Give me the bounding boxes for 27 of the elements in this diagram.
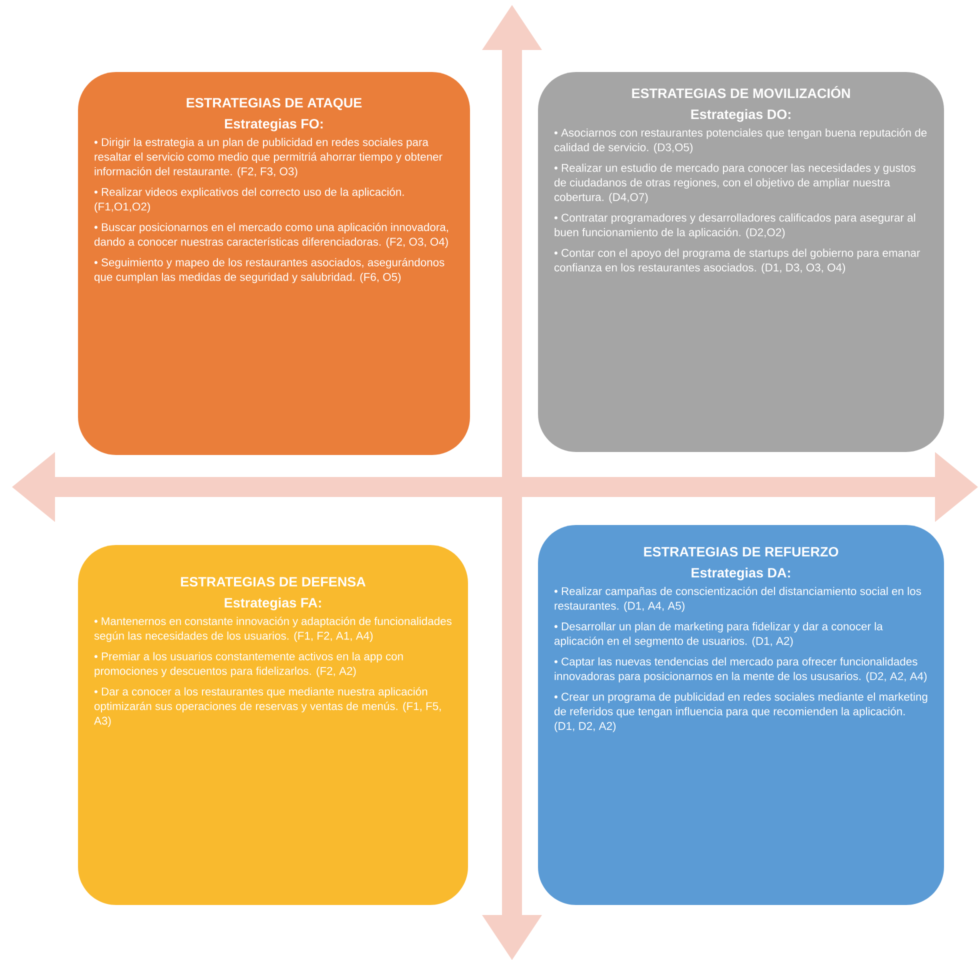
strategy-item: • Contar con el apoyo del programa de startups del gobierno para emanar confianza en los restaurantes asociados. (D1, D3, O3, O4) [554,248,920,274]
box-heading: ESTRATEGIAS DE REFUERZO [644,547,838,557]
strategy-item: • Desarrollar un plan de marketing para fidelizar y dar a conocer la aplicación en el segmento de usuarios. (D1, A2) [554,622,883,648]
box-heading: ESTRATEGIAS DE MOVILIZACIÓN [632,86,850,98]
box-subheading: Estrategias DA: [692,568,790,580]
strategy-item: • Realizar campañas de conscientización del distanciamiento social en los restaurantes. (D1, A4, A5) [554,586,921,612]
box-subheading: Estrategias FO: [225,118,323,132]
box-subheading: Estrategias DO: [691,109,790,122]
strategy-item: • Dar a conocer a los restaurantes que mediante nuestra aplicación optimizarán sus operaciones de reservas y ventas de menús. (F1, F5, A3) [94,687,441,727]
box-heading: ESTRATEGIAS DE DEFENSA [181,577,366,587]
strategy-item: • Realizar videos explicativos del correcto uso de la aplicación. (F1,O1,O2) [94,188,404,213]
strategy-box [538,525,944,905]
strategy-box [78,72,470,455]
box-subheading: Estrategias FA: [224,598,321,610]
strategy-item: • Crear un programa de publicidad en redes sociales mediante el marketing de referidos que tengan influencia para que recomienden la aplicación. (D1, D2, A2) [554,692,928,732]
box-heading: ESTRATEGIAS DE ATAQUE [186,98,362,110]
strategy-item: • Contratar programadores y desarrolladores calificados para asegurar al buen funcionamiento de la aplicación. (D2,O2) [554,213,916,238]
strategy-item: • Buscar posicionarnos en el mercado como una aplicación innovadora, dando a conocer nuestras características diferenciadoras. (F2, O3, O4) [94,222,448,248]
strategy-box [538,72,944,452]
strategy-item: • Seguimiento y mapeo de los restaurantes asociados, asegurándonos que cumplan las medidas de seguridad y salubridad. (F6, O5) [94,258,444,284]
strategy-item: • Captar las nuevas tendencias del mercado para ofrecer funcionalidades innovadoras para posicionarnos en la mente de los ususarios. (D2, A2, A4) [554,657,927,682]
strategy-box [78,545,468,905]
strategy-item: • Realizar un estudio de mercado para conocer las necesidades y gustos de ciudadanos de otras regiones, con el objetivo de ampliar nuestra cobertura. (D4,O7) [554,164,916,204]
strategy-item: • Mantenernos en constante innovación y adaptación de funcionalidades según las necesidades de los usuarios. (F1, F2, A1, A4) [94,616,452,642]
strategy-item: • Dirigir la estrategia a un plan de publicidad en redes sociales para resaltar el servicio como medio que permitriá ahorrar tiempo y obtener información del restaurante. (F2, F3, O3) [94,138,442,178]
strategy-item: • Asociarnos con restaurantes potenciales que tengan buena reputación de calidad de servicio. (D3,O5) [554,128,927,154]
strategy-item: • Premiar a los usuarios constantemente activos en la app con promociones y descuentos para fidelizarlos. (F2, A2) [94,652,403,678]
